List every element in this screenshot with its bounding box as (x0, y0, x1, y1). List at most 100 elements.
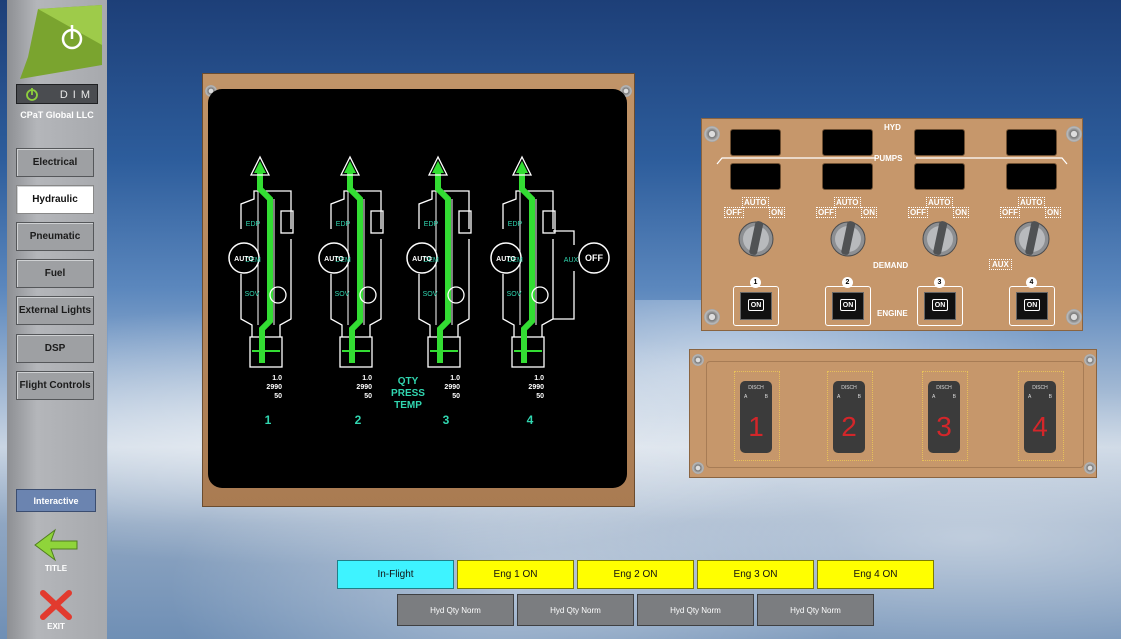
pump-selector-3[interactable]: OFF AUTO ON (908, 197, 972, 263)
company-name: CPaT Global LLC (20, 110, 94, 120)
rotary-knob-icon (1014, 221, 1050, 257)
engine-pump-switch-2[interactable]: 2 ON (824, 277, 872, 327)
indicator-window (730, 129, 781, 156)
rotary-knob-icon (922, 221, 958, 257)
hyd-system-3 (406, 155, 472, 368)
disch-switch-3[interactable]: DISCH A B 3 (928, 381, 960, 453)
condition-eng-3-on[interactable]: Eng 3 ON (697, 560, 814, 589)
sov-label: SOV (245, 291, 260, 298)
aux-label: AUX (564, 257, 579, 264)
status-hyd-qty-4: Hyd Qty Norm (757, 594, 874, 626)
screw-icon (704, 126, 720, 142)
aircraft-tail-logo (20, 5, 102, 79)
temp-value: 50 (452, 393, 460, 400)
press-value: 2990 (528, 384, 544, 391)
title-button[interactable]: TITLE (33, 528, 79, 573)
hydraulic-synoptic: EDPDEMSOVAUTO1.02990501EDPDEMSOVAUTO1.02… (228, 155, 610, 427)
dim-label: DIM (59, 89, 95, 101)
condition-eng-4-on[interactable]: Eng 4 ON (817, 560, 934, 589)
dim-button[interactable]: DIM (16, 84, 98, 104)
indicator-window (914, 163, 965, 190)
auto-label: AUTO (742, 197, 769, 208)
sov-label: SOV (507, 291, 522, 298)
pump-selector-1[interactable]: OFF AUTO ON (724, 197, 788, 263)
condition-eng-2-on[interactable]: Eng 2 ON (577, 560, 694, 589)
engine-pump-switch-3[interactable]: 3 ON (916, 277, 964, 327)
switch-on-legend: ON (932, 299, 948, 311)
sov-valve (359, 286, 377, 304)
edp-label: EDP (508, 221, 523, 228)
status-hyd-qty-1: Hyd Qty Norm (397, 594, 514, 626)
nav-electrical[interactable]: Electrical (16, 148, 94, 177)
indicator-window (1006, 129, 1057, 156)
sov-label: SOV (423, 291, 438, 298)
pump-selector-2[interactable]: OFF AUTO ON (816, 197, 880, 263)
switch-on-legend: ON (1024, 299, 1040, 311)
temp-value: 50 (364, 393, 372, 400)
disch-label: DISCH (748, 385, 764, 391)
screw-icon (1084, 462, 1096, 474)
on-label: ON (953, 207, 969, 218)
status-hyd-qty-2: Hyd Qty Norm (517, 594, 634, 626)
disch-number: 4 (1032, 411, 1048, 442)
engine-number: 1 (750, 277, 761, 288)
b-label: B (1048, 394, 1052, 400)
legend-press: PRESS (391, 388, 425, 399)
nav-hydraulic[interactable]: Hydraulic (16, 185, 94, 214)
b-label: B (857, 394, 861, 400)
disch-number: 2 (841, 411, 857, 442)
screw-icon (692, 354, 704, 366)
nav-external-lights[interactable]: External Lights (16, 296, 94, 325)
aux-pump-status: OFF (585, 253, 603, 263)
exit-button[interactable]: EXIT (33, 590, 79, 631)
legend-temp: TEMP (394, 400, 422, 411)
interactive-mode-button[interactable]: Interactive (16, 489, 96, 512)
discharge-panel: DISCH A B 1 DISCH A B 2 DISCH A B 3 DISCH A… (689, 349, 1097, 478)
demand-pump (228, 242, 260, 274)
rotary-knob-icon (738, 221, 774, 257)
demand-pump (318, 242, 350, 274)
on-label: ON (1045, 207, 1061, 218)
disch-switch-4[interactable]: DISCH A B 4 (1024, 381, 1056, 453)
engine-number: 4 (1026, 277, 1037, 288)
off-label: OFF (816, 207, 836, 218)
nav-dsp[interactable]: DSP (16, 334, 94, 363)
switch-on-legend: ON (840, 299, 856, 311)
disch-switch-2[interactable]: DISCH A B 2 (833, 381, 865, 453)
engine-pump-switch-4[interactable]: 4 ON (1008, 277, 1056, 327)
condition-in-flight[interactable]: In-Flight (337, 560, 454, 589)
engine-number: 3 (934, 277, 945, 288)
disch-guard-3 (922, 371, 968, 461)
hyd-system-2 (318, 155, 384, 368)
disch-switch-1[interactable]: DISCH A B 1 (740, 381, 772, 453)
dem-label: DEM (245, 257, 261, 264)
status-hyd-qty-3: Hyd Qty Norm (637, 594, 754, 626)
rotary-knob-icon (830, 221, 866, 257)
b-label: B (952, 394, 956, 400)
disch-label: DISCH (936, 385, 952, 391)
nav-fuel[interactable]: Fuel (16, 259, 94, 288)
dem-label: DEM (423, 257, 439, 264)
engine-number: 2 (842, 277, 853, 288)
nav-flight-controls[interactable]: Flight Controls (16, 371, 94, 400)
engine-pump-switch-1[interactable]: 1 ON (732, 277, 780, 327)
press-value: 2990 (266, 384, 282, 391)
edp-label: EDP (336, 221, 351, 228)
demand-pump-status: AUTO (234, 256, 254, 263)
press-value: 2990 (356, 384, 372, 391)
disch-guard-1 (734, 371, 780, 461)
pumps-label: PUMPS (874, 154, 903, 163)
arrow-left-icon (34, 528, 78, 562)
nav-pneumatic[interactable]: Pneumatic (16, 222, 94, 251)
auto-label: AUTO (834, 197, 861, 208)
pump-selector-4[interactable]: OFF AUTO ON (1000, 197, 1064, 263)
sov-valve (447, 286, 465, 304)
temp-value: 50 (274, 393, 282, 400)
off-label: OFF (724, 207, 744, 218)
screw-icon (704, 309, 720, 325)
disch-label: DISCH (841, 385, 857, 391)
sov-label: SOV (335, 291, 350, 298)
condition-eng-1-on[interactable]: Eng 1 ON (457, 560, 574, 589)
off-label: OFF (1000, 207, 1020, 218)
